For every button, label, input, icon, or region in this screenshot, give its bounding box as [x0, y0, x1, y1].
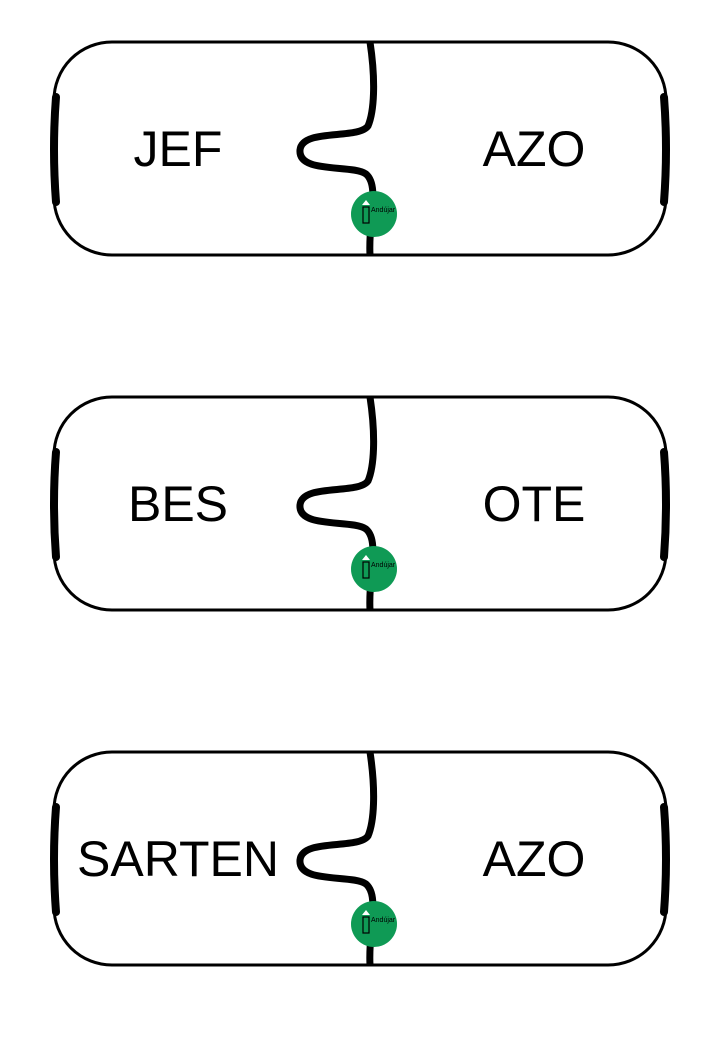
left-word: SARTEN: [77, 831, 279, 887]
right-word: AZO: [483, 831, 586, 887]
logo-badge: Andújar: [351, 901, 397, 947]
puzzle-outline: BES OTE Andújar: [50, 395, 670, 612]
puzzle-divider: [296, 396, 378, 611]
left-word: JEF: [134, 121, 223, 177]
puzzle-outline: JEF AZO Andújar: [50, 40, 670, 257]
puzzle-piece-3: SARTEN AZO Andújar: [46, 748, 674, 970]
puzzle-divider: [296, 41, 378, 256]
right-word: OTE: [483, 476, 586, 532]
right-word: AZO: [483, 121, 586, 177]
puzzle-piece-2: BES OTE Andújar: [46, 393, 674, 615]
left-word: BES: [128, 476, 228, 532]
puzzle-divider: [296, 751, 378, 966]
logo-text: Andújar: [371, 562, 396, 569]
puzzle-outline: SARTEN AZO Andújar: [50, 750, 670, 967]
logo-text: Andújar: [371, 917, 396, 924]
puzzle-piece-1: JEF AZO Andújar: [46, 38, 674, 260]
logo-badge: Andújar: [351, 546, 397, 592]
logo-text: Andújar: [371, 207, 396, 214]
logo-badge: Andújar: [351, 191, 397, 237]
